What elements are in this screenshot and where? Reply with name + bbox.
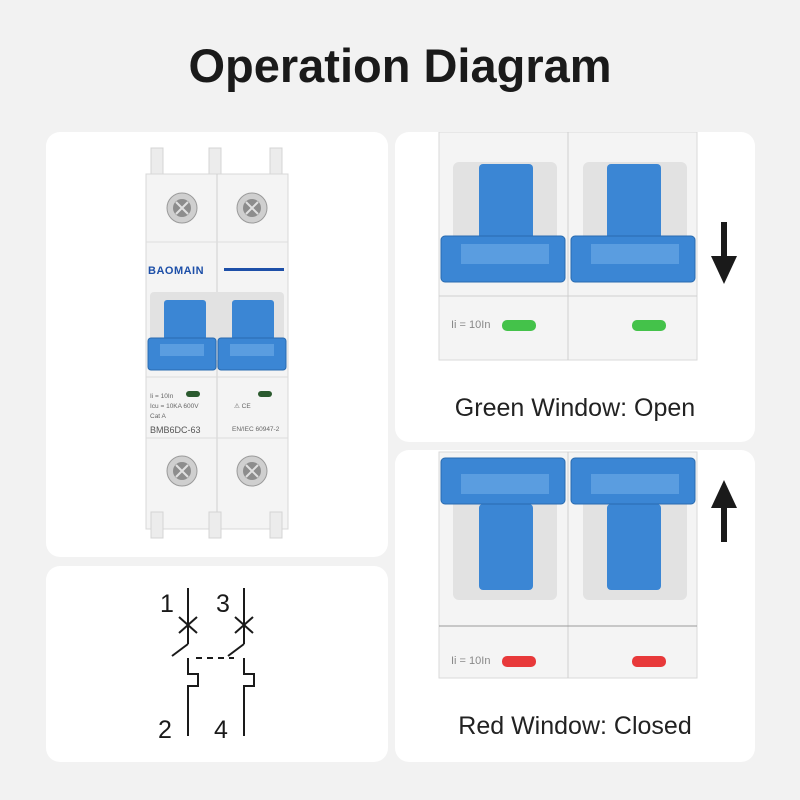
terminal-2-label: 2	[158, 716, 172, 744]
open-caption: Green Window: Open	[454, 394, 696, 422]
closed-state-card: Ii = 10In Red Window: Closed	[395, 450, 755, 762]
screw-icon	[166, 455, 198, 487]
green-indicator-window	[502, 320, 536, 331]
terminal-4-label: 4	[214, 716, 228, 744]
screw-icon	[166, 192, 198, 224]
open-state-card: Ii = 10In Green Window: Open	[395, 132, 755, 442]
model-number: BMB6DC-63	[150, 425, 201, 435]
breaker-illustration: BAOMAIN Ii = 10In Icu = 10KA 600V Cat A …	[145, 147, 289, 539]
closed-state-illustration: Ii = 10In	[438, 451, 737, 679]
closed-caption: Red Window: Closed	[458, 712, 692, 740]
green-indicator-window	[632, 320, 666, 331]
circuit-symbol-card: 1 3 2 4	[46, 566, 388, 762]
terminal-3-label: 3	[216, 590, 230, 618]
svg-text:Icu = 10KA 600V: Icu = 10KA 600V	[150, 403, 199, 410]
up-arrow-icon	[711, 480, 737, 542]
red-indicator-window	[502, 656, 536, 667]
rating-label: Ii = 10In	[451, 319, 490, 331]
terminal-1-label: 1	[160, 590, 174, 618]
red-indicator-window	[632, 656, 666, 667]
product-card: BAOMAIN Ii = 10In Icu = 10KA 600V Cat A …	[46, 132, 388, 557]
svg-text:Ii = 10In: Ii = 10In	[150, 393, 174, 400]
rating-label: Ii = 10In	[451, 655, 490, 667]
brand-logo: BAOMAIN	[148, 265, 204, 277]
page-title: Operation Diagram	[188, 39, 612, 92]
down-arrow-icon	[711, 222, 737, 284]
svg-text:Cat A: Cat A	[150, 413, 167, 420]
breaker-symbol: 1 3 2 4	[158, 588, 255, 744]
standard-label: EN/IEC 60947-2	[232, 426, 280, 433]
screw-icon	[236, 455, 268, 487]
screw-icon	[236, 192, 268, 224]
ce-mark: ⚠ CE	[234, 402, 251, 410]
open-state-illustration: Ii = 10In	[438, 132, 737, 361]
